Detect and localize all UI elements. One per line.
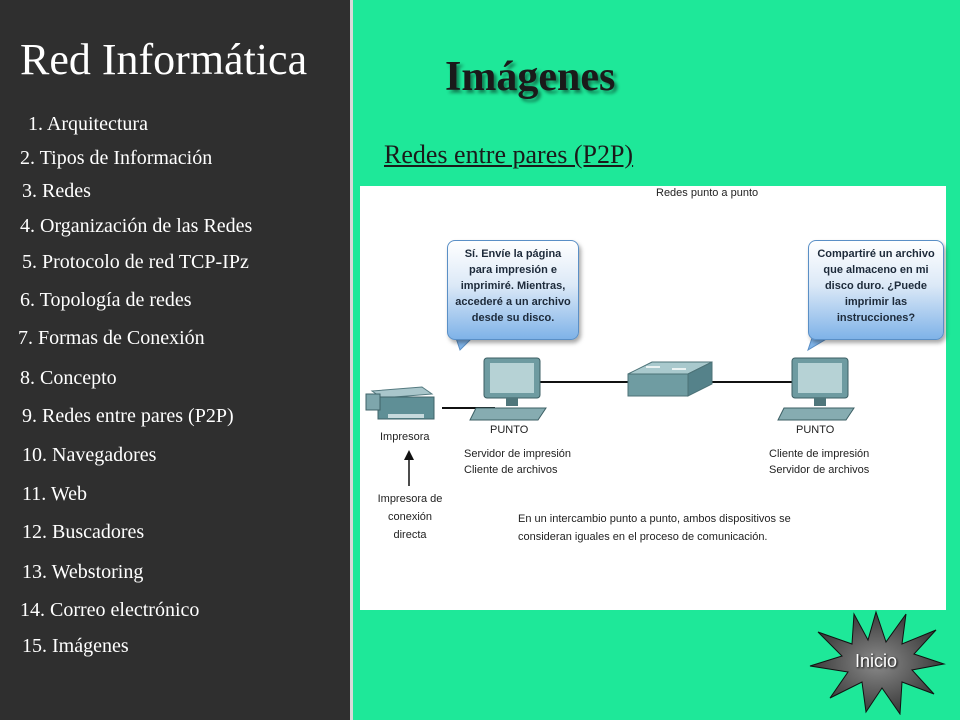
right-peer-label: PUNTO [796,424,835,436]
section-subheading: Redes entre pares (P2P) [384,140,634,169]
connection-line: Impresora de [377,493,443,505]
right-peer-roles: Cliente de impresión Servidor de archivo… [769,447,869,479]
sidebar-item-tipos-de-informacion[interactable]: 2. Tipos de Información [20,147,213,169]
connection-line: conexión [387,511,433,524]
sidebar: Red Informática 1. Arquitectura 2. Tipos… [0,0,350,720]
sidebar-item-formas-de-conexion[interactable]: 7. Formas de Conexión [18,327,205,349]
right-speech-bubble: Compartiré un archivo que almaceno en mi… [808,240,944,340]
diagram-caption: En un intercambio punto a punto, ambos d… [518,510,791,546]
bubble-line: instrucciones? [836,311,916,324]
sidebar-item-webstoring[interactable]: 13. Webstoring [22,561,144,583]
p2p-diagram: Redes punto a punto Sí. Envíe la página … [360,186,946,610]
sidebar-item-web[interactable]: 11. Web [22,483,88,505]
arrow-up-icon [404,450,414,460]
bubble-line: imprimiré. Mientras, [460,279,566,292]
sidebar-item-arquitectura[interactable]: 1. Arquitectura [28,113,148,135]
bubble-line: disco duro. ¿Puede [824,279,928,292]
left-computer-icon [469,357,547,421]
sidebar-item-redes-p2p[interactable]: 9. Redes entre pares (P2P) [22,405,234,427]
role-line: Servidor de archivos [769,463,870,476]
printer-icon [365,386,435,420]
caption-line: consideran iguales en el proceso de comu… [518,531,768,544]
connection-line: directa [393,529,427,542]
sidebar-item-topologia-de-redes[interactable]: 6. Topología de redes [20,289,192,311]
right-computer-icon [777,357,855,421]
star-burst-icon [809,610,946,715]
left-peer-roles: Servidor de impresión Cliente de archivo… [464,447,571,479]
inicio-button[interactable]: Inicio [806,610,946,715]
bubble-line: que almaceno en mi [823,263,929,276]
bubble-line: imprimir las [844,295,908,308]
printer-connection-label: Impresora de conexión directa [372,490,448,544]
diagram-title: Redes punto a punto [656,187,759,199]
printer-label: Impresora [380,431,430,443]
role-line: Servidor de impresión [464,448,571,460]
p2p-diagram-graphics [365,337,855,486]
sidebar-item-concepto[interactable]: 8. Concepto [20,367,117,389]
caption-line: En un intercambio punto a punto, ambos d… [518,513,791,525]
page-heading: Imágenes [445,54,616,100]
left-speech-bubble: Sí. Envíe la página para impresión e imp… [447,240,579,340]
sidebar-item-redes[interactable]: 3. Redes [22,180,91,202]
role-line: Cliente de impresión [769,448,870,460]
bubble-line: para impresión e [468,263,558,276]
sidebar-item-buscadores[interactable]: 12. Buscadores [22,521,145,543]
sidebar-item-correo-electronico[interactable]: 14. Correo electrónico [20,599,200,621]
role-line: Cliente de archivos [464,463,558,476]
sidebar-item-navegadores[interactable]: 10. Navegadores [22,444,157,466]
switch-icon [627,361,713,397]
bubble-line: accederé a un archivo [455,295,571,308]
bubble-line: desde su disco. [471,311,555,324]
left-peer-label: PUNTO [490,424,529,436]
sidebar-title: Red Informática [20,35,308,84]
sidebar-item-protocolo-tcp-ip[interactable]: 5. Protocolo de red TCP-IPz [22,251,249,273]
inicio-label: Inicio [854,651,898,671]
bubble-line: Compartiré un archivo [817,248,935,260]
sidebar-item-organizacion-de-las-redes[interactable]: 4. Organización de las Redes [20,215,253,237]
sidebar-item-imagenes[interactable]: 15. Imágenes [22,635,129,657]
bubble-line: Sí. Envíe la página [464,248,562,260]
